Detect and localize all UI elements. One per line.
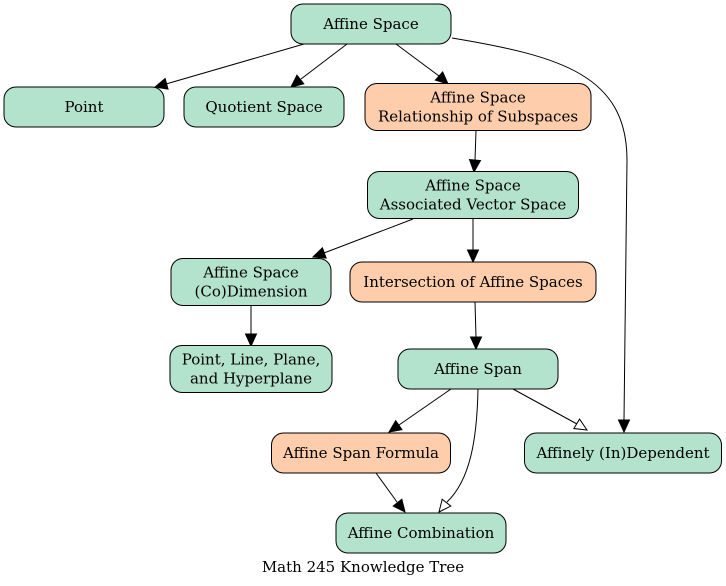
edge-affine-space-to-point	[153, 43, 305, 90]
edge-line	[451, 37, 628, 421]
node-quotient-space[interactable]: Quotient Space	[183, 86, 345, 128]
edge-line	[512, 388, 578, 425]
edge-affine-span-to-affine-span-formula	[388, 388, 452, 433]
edge-line	[395, 43, 440, 77]
edge-affine-space-relationship-of-subspaces-to-affine-space-associated-vector-space	[468, 130, 482, 174]
node-label: Affine Space	[322, 15, 419, 33]
edge-line	[398, 388, 452, 426]
node-label: Affinely (In)Dependent	[535, 444, 709, 462]
filled-arrowhead	[434, 71, 449, 85]
node-label: Affine Space	[429, 89, 526, 107]
filled-arrowhead	[311, 246, 327, 259]
node-box	[335, 512, 507, 554]
hollow-arrowhead	[438, 498, 452, 513]
edge-line	[375, 472, 398, 503]
node-label: Associated Vector Space	[379, 196, 567, 214]
node-label: Affine Space	[424, 177, 521, 195]
node-label: Affine Span Formula	[282, 444, 439, 462]
node-affine-space-codimension[interactable]: Affine Space(Co)Dimension	[170, 258, 332, 306]
node-label: Point	[64, 98, 103, 116]
filled-arrowhead	[290, 74, 305, 88]
node-affinely-independent[interactable]: Affinely (In)Dependent	[524, 432, 722, 474]
node-box	[349, 261, 597, 303]
node-box	[290, 3, 452, 45]
node-label: and Hyperplane	[190, 370, 312, 388]
edge-line	[474, 301, 477, 338]
edge-line	[446, 388, 479, 503]
node-label: Affine Space	[202, 264, 299, 282]
edge-affine-span-to-affine-combination	[438, 388, 479, 513]
edge-intersection-of-affine-spaces-to-affine-span	[469, 301, 483, 351]
edge-line	[323, 218, 414, 254]
node-affine-span-formula[interactable]: Affine Span Formula	[271, 432, 451, 474]
edges-layer	[153, 37, 631, 513]
node-intersection-of-affine-spaces[interactable]: Intersection of Affine Spaces	[349, 261, 597, 303]
edge-line	[474, 130, 477, 161]
filled-arrowhead	[244, 333, 258, 348]
filled-arrowhead	[469, 336, 483, 351]
edge-line	[165, 43, 305, 85]
node-point-line-plane-hyperplane[interactable]: Point, Line, Plane,and Hyperplane	[169, 345, 333, 393]
filled-arrowhead	[617, 419, 631, 434]
node-box	[367, 171, 579, 219]
filled-arrowhead	[466, 249, 480, 264]
node-affine-combination[interactable]: Affine Combination	[335, 512, 507, 554]
node-label: (Co)Dimension	[195, 283, 308, 301]
node-label: Intersection of Affine Spaces	[363, 273, 582, 291]
node-box	[364, 83, 592, 131]
edge-affine-space-to-affinely-independent	[451, 37, 631, 434]
node-box	[524, 432, 722, 474]
edge-affine-space-associated-vector-space-to-affine-space-codimension	[311, 218, 414, 259]
edge-affine-space-associated-vector-space-to-intersection-of-affine-spaces	[466, 219, 480, 264]
node-label: Affine Span	[433, 360, 522, 378]
filled-arrowhead	[388, 419, 403, 433]
filled-arrowhead	[153, 77, 169, 90]
node-label: Affine Combination	[347, 524, 495, 542]
node-affine-space[interactable]: Affine Space	[290, 3, 452, 45]
node-box	[271, 432, 451, 474]
edge-affine-span-to-affinely-independent	[512, 388, 589, 431]
diagram-caption: Math 245 Knowledge Tree	[262, 558, 464, 576]
edge-affine-space-to-affine-space-relationship-of-subspaces	[395, 43, 449, 85]
node-point[interactable]: Point	[3, 86, 165, 128]
edge-line	[300, 43, 348, 80]
filled-arrowhead	[468, 159, 482, 174]
node-label: Relationship of Subspaces	[378, 108, 578, 126]
node-label: Quotient Space	[205, 98, 322, 116]
node-affine-span[interactable]: Affine Span	[397, 348, 559, 390]
node-label: Point, Line, Plane,	[182, 351, 321, 369]
hollow-arrowhead	[573, 418, 589, 431]
node-box	[169, 345, 333, 393]
edge-affine-span-formula-to-affine-combination	[375, 472, 406, 513]
node-box	[170, 258, 332, 306]
filled-arrowhead	[392, 498, 406, 513]
node-box	[183, 86, 345, 128]
edge-affine-space-to-quotient-space	[290, 43, 348, 88]
node-box	[3, 86, 165, 128]
edge-affine-space-codimension-to-point-line-plane-hyperplane	[244, 306, 258, 348]
node-box	[397, 348, 559, 390]
